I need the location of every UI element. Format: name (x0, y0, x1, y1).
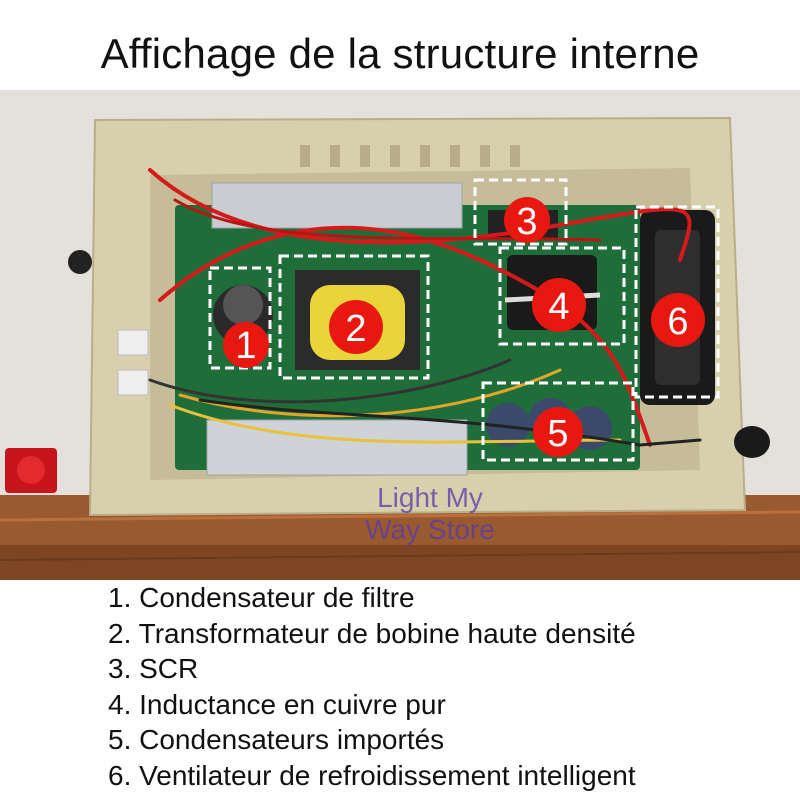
imported-capacitor (486, 403, 530, 447)
highlight-box-4 (498, 246, 626, 346)
highlight-box-2 (278, 254, 430, 380)
badge-1: 1 (223, 322, 269, 368)
badge-circle (223, 322, 269, 368)
store-watermark: Light My Way Store (340, 482, 520, 546)
legend-item-inductor: 4. Inductance en cuivre pur (108, 688, 446, 720)
watermark-line-1: Light My (377, 482, 483, 513)
badge-circle (329, 300, 383, 354)
page-title: Affichage de la structure interne (100, 30, 700, 77)
badge-circle (532, 278, 586, 332)
badge-number: 6 (667, 301, 688, 343)
highlight-box-1 (208, 266, 272, 370)
highlight-box-3 (473, 178, 568, 246)
legend-item-capacitors: 5. Condensateurs importés (108, 724, 445, 755)
heatsink-top (211, 182, 463, 229)
legend-item-cooling-fan: 6. Ventilateur de refroidissement intell… (108, 759, 636, 791)
badge-circle (533, 407, 583, 457)
badge-number: 1 (235, 325, 256, 367)
highlight-box-5 (481, 381, 635, 462)
watermark-line-2: Way Store (365, 514, 495, 545)
badge-4: 4 (532, 278, 586, 332)
component-legend: 1. Condensateur de filtre 2. Transformat… (108, 580, 636, 793)
legend-item-transformer: 2. Transformateur de bobine haute densit… (108, 617, 636, 649)
highlight-box-6 (634, 205, 720, 399)
badge-number: 3 (516, 201, 537, 243)
legend-item-filter-capacitor: 1. Condensateur de filtre (108, 582, 415, 613)
badge-6: 6 (651, 293, 705, 347)
badge-2: 2 (329, 300, 383, 354)
badge-number: 4 (548, 286, 569, 328)
badge-number: 5 (547, 413, 568, 455)
device-photo: 1 2 3 4 5 6 (0, 90, 800, 580)
badge-circle (504, 197, 550, 243)
black-terminal (734, 426, 770, 458)
knob (68, 250, 92, 274)
badge-circle (651, 293, 705, 347)
legend-item-scr: 3. SCR (108, 653, 199, 684)
badge-3: 3 (504, 197, 550, 243)
heatsink-bottom (206, 419, 468, 476)
badge-5: 5 (533, 407, 583, 457)
badge-number: 2 (345, 308, 366, 350)
